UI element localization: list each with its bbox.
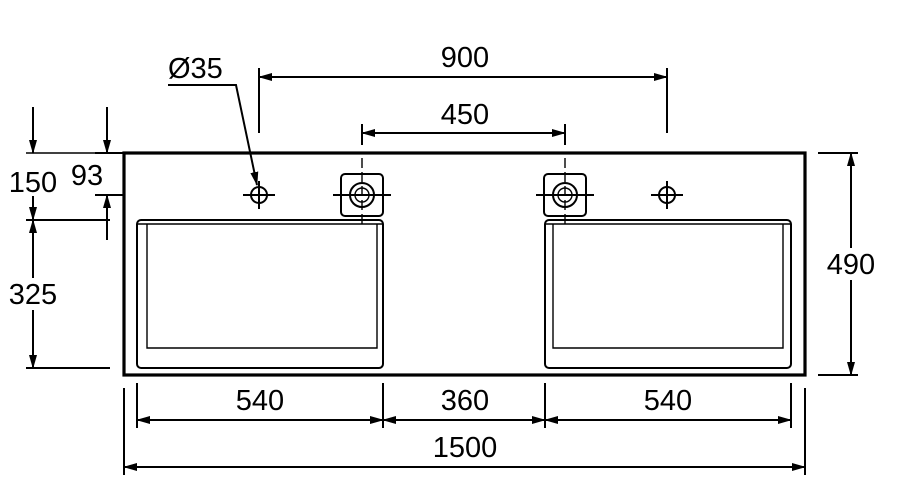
- left-tap-hole-icon: [333, 158, 391, 224]
- dimension-450-label: 450: [441, 99, 489, 131]
- left-overflow-hole-icon: [243, 181, 275, 209]
- dimension-1500-label: 1500: [433, 432, 498, 464]
- dimension-325: 325: [4, 219, 110, 369]
- diameter-35-leader: Ø35: [168, 53, 259, 186]
- dimension-bowls: 540 360 540: [136, 383, 792, 428]
- dimension-900-label: 900: [441, 42, 489, 74]
- basin-outline: [122, 151, 807, 377]
- dimension-150: 150: [9, 107, 124, 221]
- dimension-93-label: 93: [71, 160, 103, 192]
- diameter-35-label: Ø35: [168, 53, 223, 85]
- dimension-540-left-label: 540: [236, 385, 284, 417]
- right-bowl: [544, 219, 792, 369]
- left-bowl: [136, 219, 384, 369]
- dimension-325-label: 325: [9, 279, 57, 311]
- dimension-900: 900: [258, 42, 668, 133]
- right-overflow-hole-icon: [651, 181, 683, 209]
- dimension-360-label: 360: [441, 385, 489, 417]
- dimension-150-label: 150: [9, 167, 57, 199]
- right-tap-hole-icon: [536, 158, 594, 224]
- dimension-490: 490: [818, 152, 882, 376]
- dimension-1500: 1500: [123, 388, 806, 475]
- dimension-540-right-label: 540: [644, 385, 692, 417]
- dimension-490-label: 490: [827, 249, 875, 281]
- dimension-450: 450: [361, 99, 566, 145]
